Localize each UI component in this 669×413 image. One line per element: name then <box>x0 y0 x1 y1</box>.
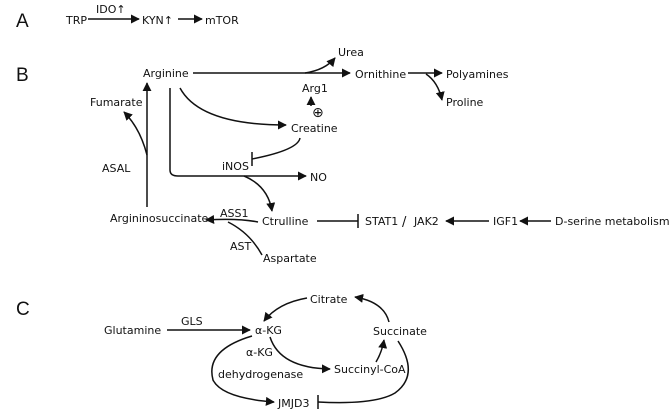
node-polyamines: Polyamines <box>446 68 509 81</box>
node-akg: α-KG <box>255 324 282 337</box>
node-succinate: Succinate <box>373 325 427 338</box>
node-dserine: D-serine metabolism <box>555 215 669 228</box>
node-fumarate: Fumarate <box>90 96 143 109</box>
arrow-to-proline <box>425 73 445 101</box>
inhibit-succinate-jmjd3 <box>317 340 410 404</box>
label-ido: IDO↑ <box>96 3 126 16</box>
node-creatine: Creatine <box>291 122 338 135</box>
node-stat1: STAT1 <box>365 215 398 228</box>
arrow-to-ctrulline <box>243 175 276 212</box>
node-jmjd3: JMJD3 <box>277 397 309 410</box>
label-akg-dehydrogenase-2: dehydrogenase <box>218 368 303 381</box>
slash-separator: / <box>402 215 407 230</box>
label-arg1: Arg1 <box>302 82 328 95</box>
arrow-succinate-citrate <box>354 293 390 323</box>
node-kyn: KYN↑ <box>142 14 173 27</box>
plus-icon: ⊕ <box>312 105 324 121</box>
arrow-to-fumarate <box>123 111 148 156</box>
label-asal: ASAL <box>102 162 131 175</box>
node-ctrulline: Ctrulline <box>262 215 309 228</box>
node-no: NO <box>310 171 327 184</box>
label-gls: GLS <box>181 315 203 328</box>
node-succinyl-coa: Succinyl-CoA <box>334 363 406 376</box>
node-proline: Proline <box>446 96 484 109</box>
node-urea: Urea <box>338 46 364 59</box>
node-argininosuccinate: Argininosuccinate <box>110 212 209 225</box>
line-aspartate <box>227 221 263 256</box>
node-aspartate: Aspartate <box>263 252 317 265</box>
node-jak2: JAK2 <box>413 215 439 228</box>
arrow-akg-jmjd3 <box>211 335 275 406</box>
arrow-arginine-creatine <box>179 87 287 130</box>
label-ass1: ASS1 <box>220 207 249 220</box>
arrow-ctrulline-argininosuccinate <box>205 215 259 224</box>
node-citrate: Citrate <box>310 293 348 306</box>
node-mtor: mTOR <box>205 14 239 27</box>
panel-label-a: A <box>16 11 29 32</box>
label-inos: iNOS <box>222 160 249 173</box>
arrow-akg-succinylcoa <box>269 336 331 374</box>
node-glutamine: Glutamine <box>104 324 161 337</box>
panel-label-b: B <box>16 65 29 86</box>
node-trp: TRP <box>65 14 87 27</box>
label-akg-dehydrogenase-1: α-KG <box>246 346 273 359</box>
arrow-to-urea <box>304 57 336 74</box>
arrow-succinylcoa-succinate <box>375 339 388 363</box>
node-arginine: Arginine <box>143 67 189 80</box>
arrow-arginine-no <box>169 88 307 181</box>
node-ornithine: Ornithine <box>355 68 406 81</box>
label-ast: AST <box>230 240 252 253</box>
node-igf1: IGF1 <box>493 215 518 228</box>
inhibit-creatine-inos <box>251 137 301 160</box>
arrow-citrate-akg <box>263 297 308 322</box>
panel-label-c: C <box>16 299 30 320</box>
